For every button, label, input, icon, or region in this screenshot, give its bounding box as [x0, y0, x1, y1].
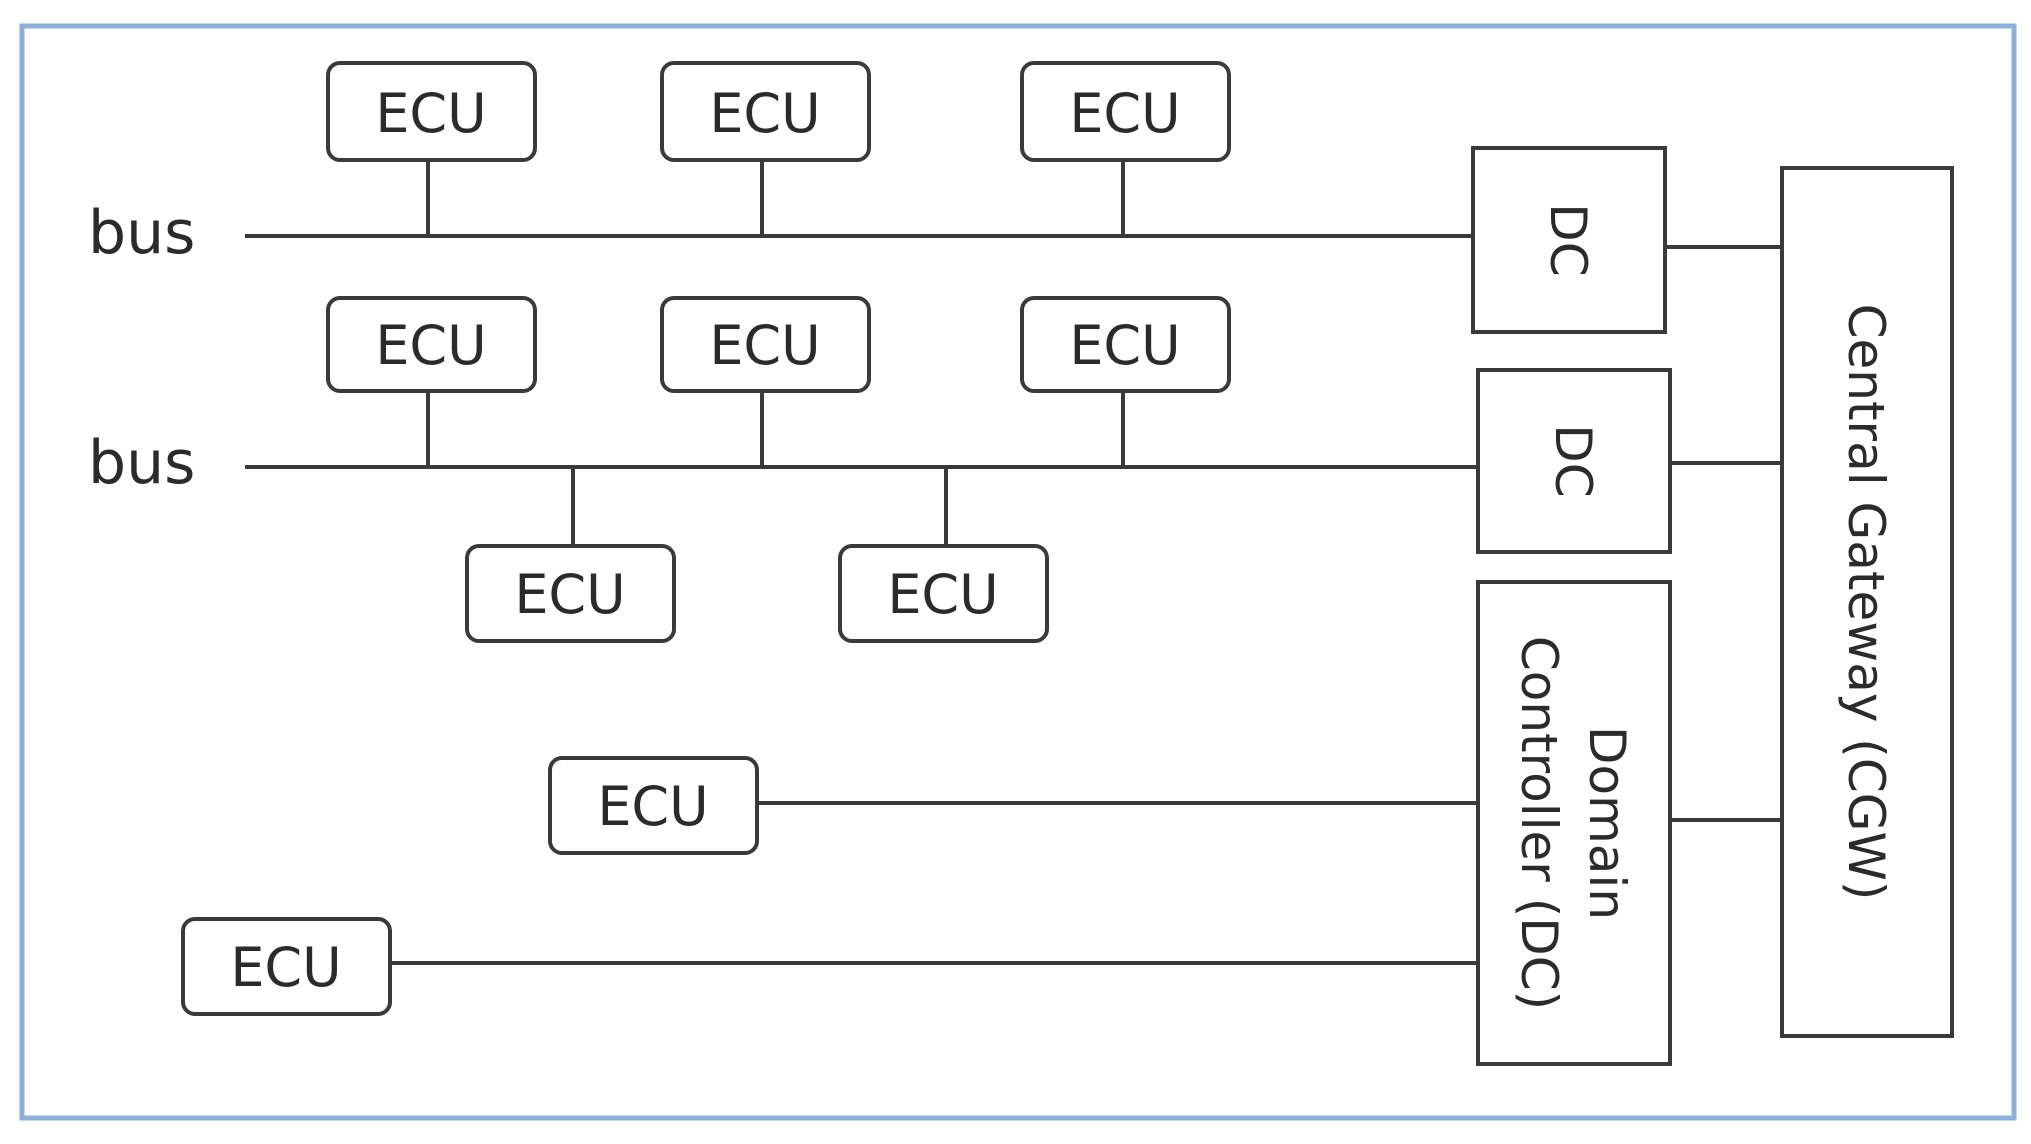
central-gateway-box: Central Gateway (CGW) [1780, 166, 1954, 1038]
ecu-label: ECU [230, 936, 341, 999]
bus-label-2: bus [88, 428, 195, 498]
ecu-label: ECU [597, 775, 708, 838]
ecu-label: ECU [709, 314, 820, 377]
ecu-label: ECU [375, 314, 486, 377]
bus2-ecu-2: ECU [660, 296, 871, 393]
bus2-ecu-5: ECU [838, 544, 1049, 643]
ecu-label: ECU [1069, 314, 1180, 377]
domain-controller-label-line2: Controller (DC) [1510, 636, 1568, 1010]
ecu-label: ECU [514, 563, 625, 626]
ecu-label: ECU [709, 82, 820, 145]
ecu-label: ECU [375, 82, 486, 145]
bus2-ecu-3: ECU [1020, 296, 1231, 393]
direct-ecu-2: ECU [181, 917, 392, 1016]
bus-label-1: bus [88, 198, 195, 268]
domain-controller-label-line1: Domain [1578, 726, 1636, 920]
bus1-ecu-3: ECU [1020, 61, 1231, 162]
dc-label-1: DC [1539, 203, 1597, 276]
bus1-ecu-1: ECU [326, 61, 537, 162]
ecu-label: ECU [887, 563, 998, 626]
bus2-ecu-1: ECU [326, 296, 537, 393]
dc-label-2: DC [1544, 424, 1602, 497]
domain-controller-box: Domain Controller (DC) [1476, 580, 1672, 1066]
dc-box-1: DC [1471, 146, 1667, 334]
central-gateway-label: Central Gateway (CGW) [1837, 304, 1895, 901]
ecu-label: ECU [1069, 82, 1180, 145]
direct-ecu-1: ECU [548, 756, 759, 855]
bus1-ecu-2: ECU [660, 61, 871, 162]
dc-box-2: DC [1476, 368, 1672, 554]
bus2-ecu-4: ECU [465, 544, 676, 643]
